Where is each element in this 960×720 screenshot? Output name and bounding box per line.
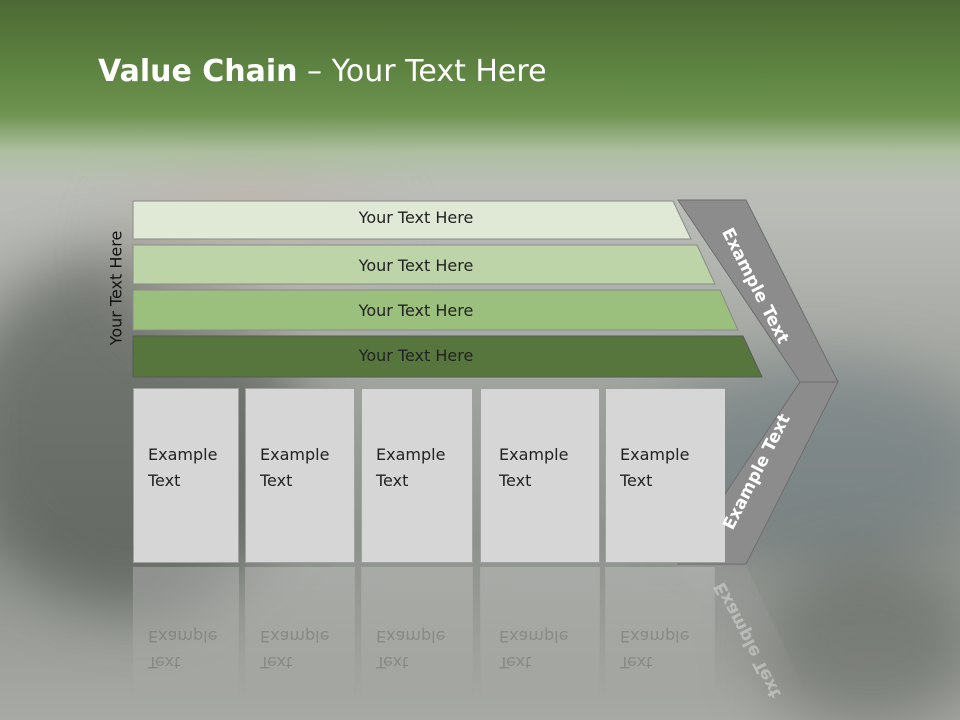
- refl-1-line1: Example: [148, 627, 218, 646]
- box-reflection: Text Example: [361, 567, 473, 697]
- refl-4-line2: Text: [499, 653, 532, 672]
- refl-1-line2: Text: [148, 653, 181, 672]
- box-3-line1: Example: [376, 445, 446, 464]
- band-4-shape: [132, 335, 763, 378]
- box-reflection: Text Example: [605, 567, 715, 697]
- refl-3-line2: Text: [376, 653, 409, 672]
- box-reflection: Text Example: [133, 567, 239, 697]
- box-reflection: Text Example: [480, 567, 600, 697]
- slide-title: Value Chain – Your Text Here: [98, 54, 547, 89]
- box-reflection: Text Example: [245, 567, 355, 697]
- refl-3-line1: Example: [376, 627, 446, 646]
- box-1-line2: Text: [148, 471, 181, 490]
- box-5-line2: Text: [620, 471, 653, 490]
- title-bold: Value Chain: [98, 54, 298, 89]
- chevron-reflection: [678, 566, 810, 700]
- box-4-line2: Text: [499, 471, 532, 490]
- box-1-line1: Example: [148, 445, 218, 464]
- band-3-shape: [132, 289, 739, 331]
- refl-2-line1: Example: [260, 627, 330, 646]
- band-1-label: Your Text Here: [358, 208, 474, 227]
- refl-2-line2: Text: [260, 653, 293, 672]
- refl-4-line1: Example: [499, 627, 569, 646]
- band-4-label: Your Text Here: [358, 346, 474, 365]
- box-3-line2: Text: [376, 471, 409, 490]
- band-2-label: Your Text Here: [358, 256, 474, 275]
- box-2-line2: Text: [260, 471, 293, 490]
- refl-5-line1: Example: [620, 627, 690, 646]
- refl-5-line2: Text: [620, 653, 653, 672]
- box-5-line1: Example: [620, 445, 690, 464]
- band-2-shape: [132, 244, 716, 285]
- band-3-label: Your Text Here: [358, 301, 474, 320]
- box-4-line1: Example: [499, 445, 569, 464]
- band-1-shape: [132, 200, 692, 240]
- title-rest: – Your Text Here: [297, 54, 547, 89]
- header-band: [0, 0, 960, 185]
- box-2-line1: Example: [260, 445, 330, 464]
